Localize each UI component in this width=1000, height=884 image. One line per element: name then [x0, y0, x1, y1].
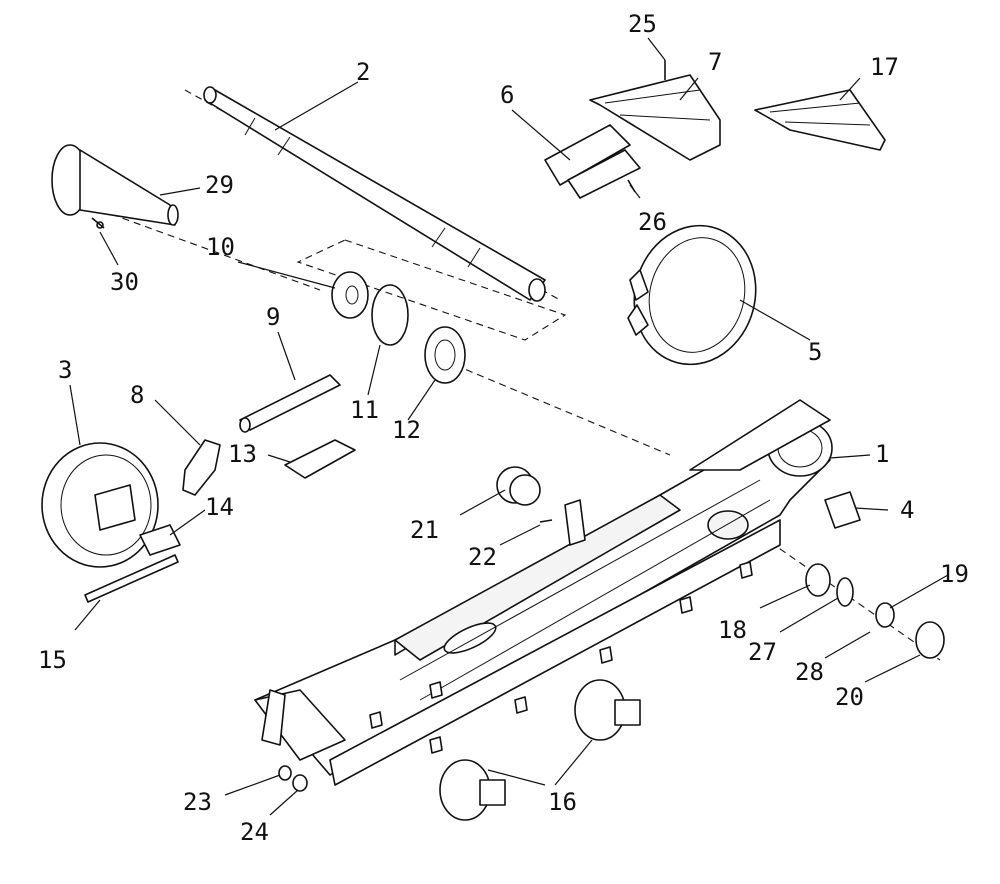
callout-22: 22 [468, 543, 497, 571]
callout-14: 14 [205, 493, 234, 521]
track-link [544, 124, 641, 199]
bolt-30 [91, 217, 105, 229]
callout-24: 24 [240, 818, 269, 846]
wear-strip [84, 554, 179, 603]
bearing [424, 326, 466, 384]
track-roller-2 [439, 759, 506, 821]
callout-27: 27 [748, 638, 777, 666]
spindle [51, 144, 179, 229]
bearing-alignment-line [454, 364, 671, 456]
wedge-block [824, 491, 861, 529]
bolt-22 [539, 519, 553, 523]
main-shaft [203, 86, 546, 302]
bushing-large [292, 774, 308, 792]
callout-5: 5 [808, 338, 822, 366]
leader-lines [69, 37, 949, 816]
idler-wheel [41, 442, 159, 568]
retainer-ring [875, 602, 895, 628]
callout-3: 3 [58, 356, 72, 384]
callout-29: 29 [205, 171, 234, 199]
callout-11: 11 [350, 396, 379, 424]
callout-15: 15 [38, 646, 67, 674]
callout-17: 17 [870, 53, 899, 81]
callout-4: 4 [900, 496, 914, 524]
end-cover [915, 621, 945, 659]
bushing-small [278, 765, 292, 781]
tension-rod [239, 374, 341, 433]
callout-19: 19 [940, 560, 969, 588]
callout-12: 12 [392, 416, 421, 444]
washer [331, 271, 369, 319]
gasket [836, 577, 854, 607]
callout-9: 9 [266, 303, 280, 331]
callout-8: 8 [130, 381, 144, 409]
bearing-group-box [296, 239, 567, 341]
callout-28: 28 [795, 658, 824, 686]
callout-13: 13 [228, 440, 257, 468]
sprocket-ring [627, 224, 757, 366]
spindle-centerline [99, 209, 321, 291]
seal-ring [805, 563, 831, 597]
bracket [182, 439, 221, 496]
track-frame [254, 399, 833, 786]
carrier-roller [496, 466, 541, 506]
callout-7: 7 [708, 48, 722, 76]
small-plate [139, 524, 181, 556]
callout-6: 6 [500, 81, 514, 109]
track-shoe [589, 74, 721, 161]
callout-30: 30 [110, 268, 139, 296]
callout-21: 21 [410, 516, 439, 544]
callout-10: 10 [206, 233, 235, 261]
callout-labels: 1 2 3 4 5 6 7 8 9 10 11 12 13 14 15 16 1… [38, 10, 969, 846]
callout-20: 20 [835, 683, 864, 711]
callout-1: 1 [875, 440, 889, 468]
roller-bracket [564, 499, 586, 546]
callout-16: 16 [548, 788, 577, 816]
callout-2: 2 [356, 58, 370, 86]
callout-23: 23 [183, 788, 212, 816]
callout-25: 25 [628, 10, 657, 38]
track-roller-1 [574, 679, 641, 741]
cover-plate [284, 439, 356, 479]
callout-18: 18 [718, 616, 747, 644]
o-ring [371, 284, 409, 346]
callout-26: 26 [638, 208, 667, 236]
track-shoe-alt [754, 89, 886, 151]
